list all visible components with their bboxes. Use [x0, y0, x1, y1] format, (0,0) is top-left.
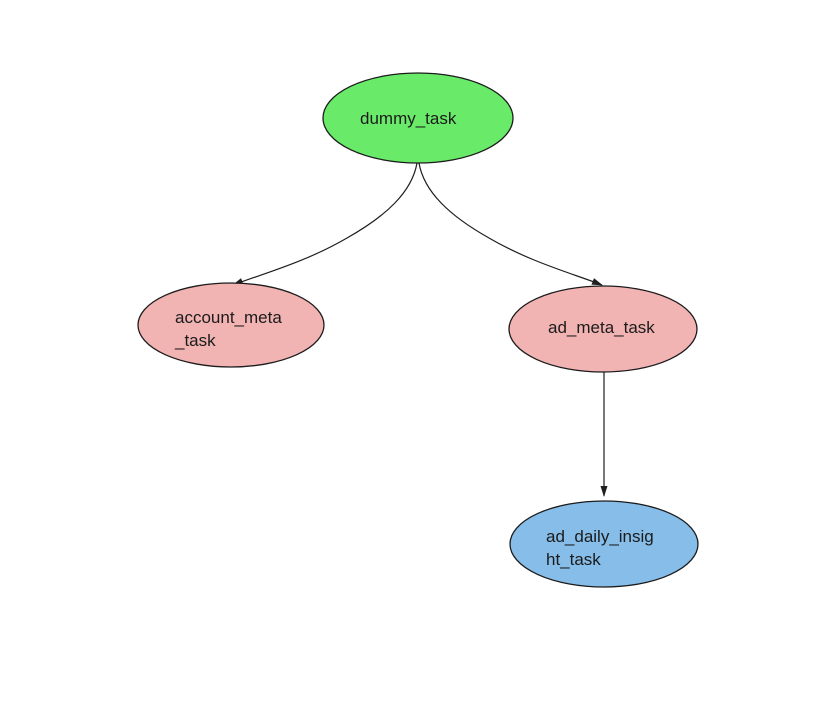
- node-ad-meta-task[interactable]: [508, 285, 698, 373]
- node-ad-daily-insight-task[interactable]: [509, 500, 699, 588]
- node-account-meta-task[interactable]: [137, 282, 325, 368]
- edge-dummy-task-to-account-meta-task: [232, 162, 418, 286]
- edge-dummy-task-to-ad-meta-task: [418, 162, 603, 286]
- node-dummy-task[interactable]: [322, 72, 514, 164]
